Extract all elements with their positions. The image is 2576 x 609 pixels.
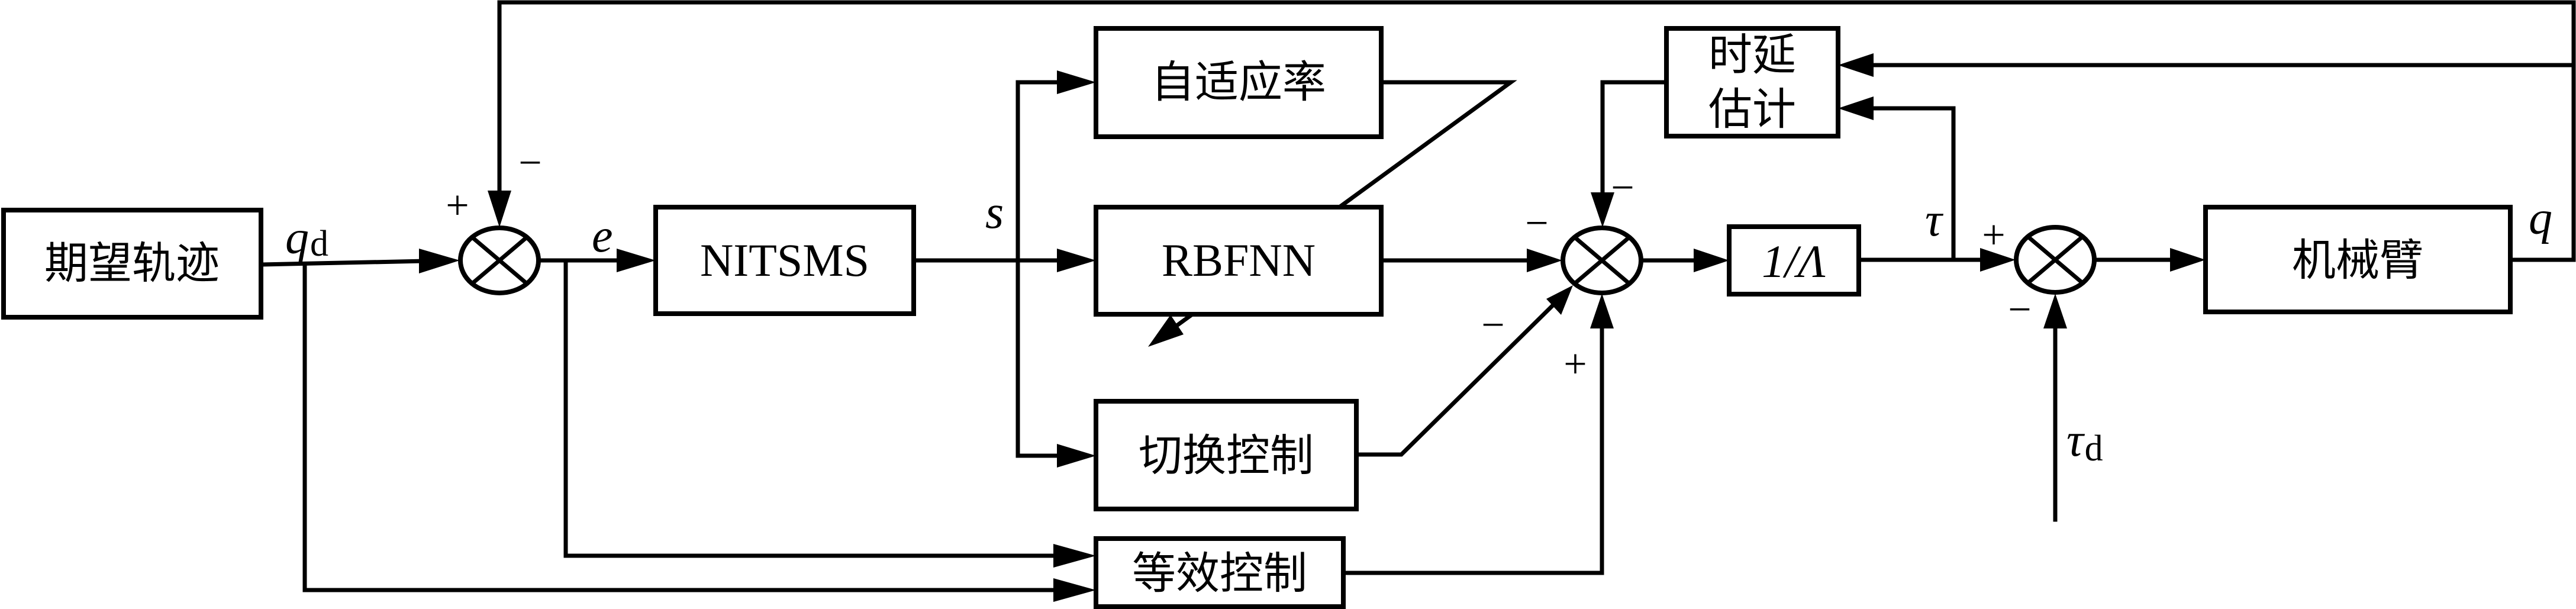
wire-qd-to-equivalent-control bbox=[302, 262, 1062, 592]
arrowhead-adaptive-rate bbox=[1057, 70, 1096, 94]
arrowhead-adaptive-adjust bbox=[1148, 315, 1184, 347]
arrowheads bbox=[419, 53, 2206, 602]
block-equivalent-control: 等效控制 bbox=[1094, 536, 1346, 609]
wire-q-feedback-to-sum1 bbox=[497, 0, 2576, 262]
block-rbfnn: RBFNN bbox=[1094, 205, 1384, 317]
robot-arm-label: 机械臂 bbox=[2292, 235, 2423, 286]
summing-junction-1 bbox=[458, 225, 541, 295]
sign-sum1-left: + bbox=[446, 183, 469, 228]
signal-e-label: e bbox=[592, 210, 613, 262]
wire-e-to-equivalent-control bbox=[563, 258, 1062, 558]
arrowhead-sum2-lower-left bbox=[1546, 285, 1573, 315]
arrowhead-inverse-lambda bbox=[1694, 249, 1729, 272]
arrowhead-sum1-left bbox=[419, 249, 460, 273]
block-nitsms: NITSMS bbox=[653, 205, 916, 316]
sign-sum3-bottom: − bbox=[2008, 287, 2031, 333]
sign-sum1-top: − bbox=[518, 140, 541, 186]
arrowhead-sum2-bottom bbox=[1590, 294, 1614, 328]
block-switching-control: 切换控制 bbox=[1094, 399, 1359, 511]
wire-tau-to-delay-estimation bbox=[1868, 106, 1956, 262]
signal-tau-label: τ bbox=[1925, 194, 1944, 246]
rbfnn-label: RBFNN bbox=[1162, 234, 1316, 286]
sign-sum2-top: − bbox=[1611, 165, 1634, 211]
wire-s-bus bbox=[1015, 80, 1065, 458]
block-delay-estimation: 时延 估计 bbox=[1664, 26, 1840, 138]
wires bbox=[259, 0, 2576, 592]
block-adaptive-rate: 自适应率 bbox=[1094, 26, 1384, 139]
signal-q-label: q bbox=[2529, 192, 2552, 244]
signal-labels: qd e s τ τd q bbox=[285, 186, 2552, 469]
signal-tau-d-label: τd bbox=[2066, 414, 2103, 469]
block-robot-arm: 机械臂 bbox=[2203, 205, 2513, 314]
arrowhead-sum1-top bbox=[488, 191, 511, 227]
inverse-lambda-label: 1/Λ bbox=[1762, 236, 1826, 287]
arrowhead-sum3-left bbox=[1980, 248, 2016, 272]
delay-estimation-label-line1: 时延 bbox=[1708, 30, 1796, 80]
wire-qd-to-sum1 bbox=[259, 259, 428, 267]
arrowhead-sum2-top bbox=[1591, 192, 1614, 227]
sign-labels: + − − − − + + − bbox=[446, 140, 2031, 387]
arrowhead-switching-control bbox=[1057, 444, 1096, 468]
wire-equivalent-to-sum2 bbox=[1341, 326, 1604, 575]
summing-junction-2 bbox=[1561, 225, 1643, 295]
block-inverse-lambda: 1/Λ bbox=[1727, 224, 1861, 297]
summing-junction-3 bbox=[2014, 225, 2097, 295]
arrowhead-sum3-bottom bbox=[2043, 294, 2067, 328]
sign-sum2-lower-left: − bbox=[1481, 302, 1504, 348]
arrowhead-delay-lower bbox=[1838, 96, 1874, 120]
arrowhead-rbfnn bbox=[1057, 249, 1096, 272]
arrowhead-robot-arm bbox=[2170, 248, 2206, 272]
arrowhead-sum2-left bbox=[1527, 249, 1562, 272]
nitsms-label: NITSMS bbox=[700, 234, 869, 286]
wire-switching-to-sum2 bbox=[1354, 302, 1556, 457]
adaptive-rate-label: 自适应率 bbox=[1151, 57, 1326, 108]
wire-delay-estimation-to-sum2 bbox=[1600, 80, 1669, 195]
signal-qd-label: qd bbox=[285, 212, 328, 264]
arrowhead-equivalent-e bbox=[1053, 544, 1096, 568]
arrowhead-nitsms bbox=[617, 249, 656, 272]
block-desired-trajectory: 期望轨迹 bbox=[1, 208, 263, 320]
sign-sum3-left: + bbox=[1982, 212, 2005, 258]
switching-control-label: 切换控制 bbox=[1139, 430, 1314, 481]
sign-sum2-bottom: + bbox=[1563, 341, 1587, 387]
desired-trajectory-label: 期望轨迹 bbox=[44, 238, 220, 289]
arrowhead-equivalent-qd bbox=[1053, 578, 1096, 602]
equivalent-control-label: 等效控制 bbox=[1132, 548, 1307, 599]
signal-s-label: s bbox=[985, 186, 1004, 239]
sign-sum2-left: − bbox=[1525, 201, 1548, 246]
arrowhead-delay-upper bbox=[1838, 53, 1874, 77]
delay-estimation-label-line2: 估计 bbox=[1708, 84, 1796, 135]
